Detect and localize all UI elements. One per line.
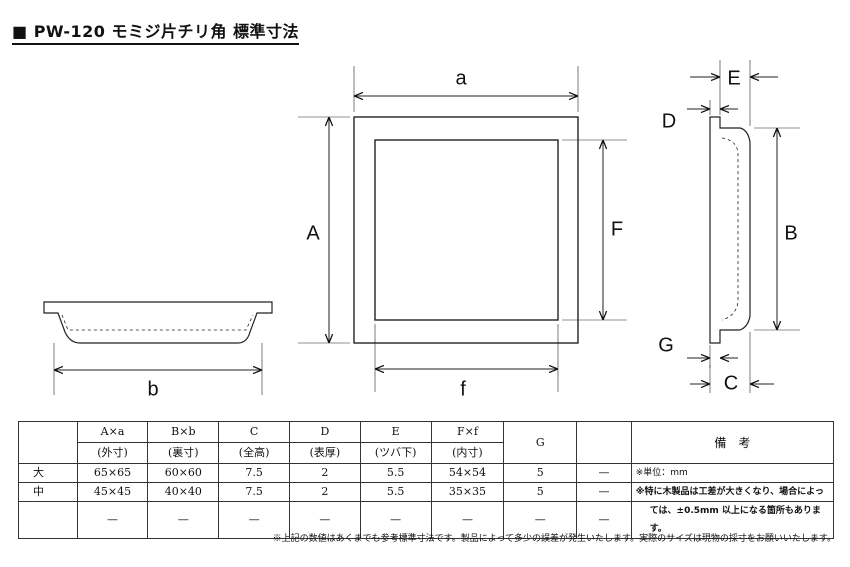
header-cell: E: [359, 421, 432, 443]
table-subheader-row: (外寸) (裏寸) (全高) (表厚) (ツバ下) (内寸): [19, 442, 834, 464]
table-cell: 7.5: [218, 463, 290, 483]
table-cell: —: [576, 463, 632, 483]
dimension-label-E: E: [727, 67, 741, 90]
header-subcell: (外寸): [76, 442, 149, 464]
dimension-label-A: A: [306, 222, 320, 245]
header-cell-empty: [576, 421, 632, 464]
dimension-label-D: D: [661, 110, 677, 133]
footnote: ※上記の数値はあくまでも参考標準寸法です。製品によって多少の誤差が発生いたします…: [272, 534, 836, 544]
table-cell: —: [576, 482, 632, 502]
table-cell: 54×54: [430, 463, 505, 483]
header-cell: C: [218, 421, 290, 443]
header-subcell: (表厚): [288, 442, 361, 464]
header-subcell: (裏寸): [147, 442, 220, 464]
table-cell: 45×45: [76, 482, 149, 502]
header-cell: G: [503, 421, 578, 464]
remarks-header: 備 考: [630, 421, 835, 464]
table-cell: 7.5: [218, 482, 290, 502]
table-cell: —: [218, 501, 290, 539]
size-cell: 大: [18, 463, 78, 483]
table-cell: 5.5: [359, 482, 432, 502]
header-cell: B×b: [147, 421, 220, 443]
table-cell: —: [359, 501, 432, 539]
side-view-drawing: [43, 301, 273, 395]
header-subcell: (全高): [218, 442, 290, 464]
dimension-table: A×a B×b C D E F×f G 備 考 (外寸) (裏寸) (全高) (…: [18, 421, 835, 539]
table-cell: —: [576, 501, 632, 539]
table-cell: 5.5: [359, 463, 432, 483]
remark-tolerance-1: ※特に木製品は工差が大きくなり、場合によっ: [630, 482, 835, 502]
table-row: 大 65×65 60×60 7.5 2 5.5 54×54 5 — ※単位：mm: [18, 463, 835, 483]
header-cell: A×a: [76, 421, 149, 443]
size-cell: [18, 501, 78, 539]
table-cell: —: [147, 501, 220, 539]
table-cell: 2: [288, 463, 361, 483]
table-header-row: A×a B×b C D E F×f G 備 考: [18, 421, 835, 464]
table-cell: 40×40: [147, 482, 220, 502]
header-cell: F×f: [430, 421, 505, 443]
dimension-label-B: B: [784, 222, 798, 245]
table-cell: 60×60: [147, 463, 220, 483]
table-cell: 5: [503, 482, 578, 502]
table-cell: —: [503, 501, 578, 539]
table-cell: 35×35: [430, 482, 505, 502]
remark-tolerance-2: ては、±0.5mm 以上になる箇所もあります。: [630, 501, 835, 539]
table-cell: —: [76, 501, 149, 539]
table-cell: —: [430, 501, 505, 539]
front-view-drawing: [298, 66, 627, 392]
dimension-label-b: b: [147, 378, 159, 401]
header-cell-empty: [18, 421, 78, 464]
dimension-label-a: a: [455, 67, 467, 90]
dimension-label-F: F: [610, 218, 624, 241]
table-cell: 2: [288, 482, 361, 502]
size-cell: 中: [18, 482, 78, 502]
table-row: — — — — — — — — ては、±0.5mm 以上になる箇所もあります。: [18, 501, 835, 539]
dimension-label-G: G: [658, 334, 674, 357]
page-title: ■ PW-120 モミジ片チリ角 標準寸法: [12, 18, 300, 45]
remark-unit: ※単位：mm: [630, 463, 835, 483]
header-cell: D: [288, 421, 361, 443]
table-cell: 65×65: [76, 463, 149, 483]
dimension-label-f: f: [460, 378, 466, 401]
header-subcell: (ツバ下): [359, 442, 432, 464]
table-row: 中 45×45 40×40 7.5 2 5.5 35×35 5 — ※特に木製品…: [18, 482, 835, 502]
table-cell: 5: [503, 463, 578, 483]
section-view-drawing: [687, 60, 800, 393]
header-subcell: (内寸): [430, 442, 505, 464]
table-cell: —: [288, 501, 361, 539]
dimension-label-C: C: [723, 372, 739, 395]
